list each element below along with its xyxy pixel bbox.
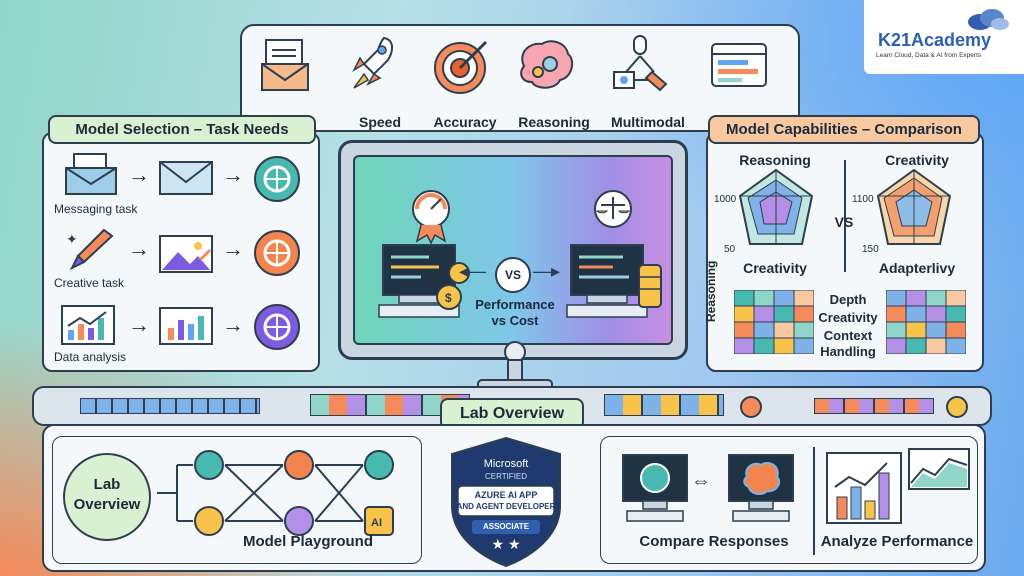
keyboard-left — [80, 398, 260, 414]
envelope-open-icon — [65, 153, 117, 195]
right-radar-bottom-label: Adapterlivy — [878, 260, 956, 276]
arrow-right-icon: → — [222, 236, 244, 261]
feature-multimodal: Multimodal — [611, 114, 685, 130]
left-radar-top-label: Reasoning — [739, 152, 811, 168]
brand-tagline: Learn Cloud, Data & AI from Experts — [876, 52, 982, 59]
performance-vs-cost-caption: Performance vs Cost — [475, 297, 555, 328]
arrow-left-right-icon: ◂— — [459, 261, 487, 281]
ai-model-knot-orange-icon — [254, 230, 300, 276]
capabilities-vs-label: VS — [834, 214, 854, 230]
arrow-right-icon: → — [128, 236, 150, 261]
right-radar-top-label: Creativity — [885, 152, 949, 168]
arrow-right-icon: → — [128, 162, 150, 187]
multimodal-icon — [613, 35, 668, 92]
arrow-right-icon: → — [222, 312, 244, 337]
workstation-speed-icon: $ — [378, 190, 470, 318]
badge-top-text: Microsoft — [483, 458, 529, 470]
compare-monitors-icon: ⇔ — [622, 454, 794, 522]
lab-overview-circle: Lab Overview — [63, 453, 151, 541]
heat-axis-label: Reasoning — [704, 260, 718, 322]
model-playground-label: Model Playground — [242, 533, 373, 550]
left-radar-tick-hi: 1000 — [714, 194, 737, 205]
line-chart-window-icon — [61, 305, 115, 345]
ai-model-knot-purple-icon — [254, 304, 300, 350]
feature-speed: Speed — [358, 114, 401, 130]
keys-center-right — [604, 394, 724, 416]
workstation-cost-icon — [566, 190, 662, 318]
row-creative-label: Creative task — [54, 276, 125, 290]
badge-stars: ★ ★ — [491, 536, 521, 552]
compare-divider — [813, 447, 815, 555]
lab-playground-section: Lab Overview AI Model Playground — [52, 436, 422, 564]
radar-divider — [844, 160, 846, 272]
left-radar-bottom-label: Creativity — [743, 260, 807, 276]
arrow-left-right-icon: —▸ — [533, 261, 561, 281]
heat-label-context: Context — [823, 328, 873, 343]
brand-name: K21Academy — [878, 30, 992, 50]
app-window-icon — [711, 43, 767, 87]
rocket-icon — [352, 36, 394, 89]
heatmap-right — [886, 290, 966, 354]
left-radar-chart — [738, 168, 814, 245]
model-selection-title: Model Selection – Task Needs — [48, 115, 316, 144]
target-icon — [434, 40, 488, 94]
image-edit-icon — [159, 235, 213, 273]
feature-reasoning: Reasoning — [518, 114, 590, 130]
svg-text:AI: AI — [371, 517, 382, 529]
analyze-performance-label: Analyze Performance — [820, 533, 974, 550]
ai-model-knot-teal-icon — [254, 156, 300, 202]
dial-knob — [946, 396, 968, 418]
envelope-icon — [159, 161, 213, 195]
paintbrush-sparkle-icon: ✦ — [66, 228, 114, 270]
row-data-label: Data analysis — [54, 350, 127, 364]
center-monitor: $ VS ◂— —▸ Performance vs Cost — [338, 140, 688, 360]
right-radar-tick-lo: 150 — [862, 244, 879, 255]
brain-gears-icon — [520, 40, 574, 89]
heat-label-handling: Handling — [820, 344, 876, 359]
left-radar-tick-lo: 50 — [724, 244, 736, 255]
row-messaging-label: Messaging task — [54, 202, 138, 216]
heat-label-depth: Depth — [829, 292, 867, 307]
top-feature-bar: Speed Accuracy Reasoning Multimodal — [240, 24, 800, 132]
compare-responses-label: Compare Responses — [639, 533, 789, 550]
bar-chart-window-icon — [159, 307, 213, 345]
vs-badge: VS — [495, 257, 531, 293]
svg-text:⇔: ⇔ — [691, 470, 711, 492]
arrow-right-icon: → — [128, 312, 150, 337]
monitor-screen: $ VS ◂— —▸ Performance vs Cost — [353, 155, 673, 345]
cloud-icon — [968, 9, 1009, 30]
mail-upload-icon — [261, 39, 309, 91]
svg-text:$: $ — [445, 291, 452, 305]
badge-sub-text: CERTIFIED — [484, 472, 528, 481]
keyboard-right — [814, 398, 934, 414]
right-radar-chart — [876, 168, 952, 245]
heat-label-creativity: Creativity — [818, 310, 878, 325]
analyze-charts-icon — [826, 448, 970, 524]
lab-compare-section: ⇔ Compare Responses Analyze Performance — [600, 436, 978, 564]
arrow-right-icon: → — [222, 162, 244, 187]
dial-knob — [740, 396, 762, 418]
badge-level: ASSOCIATE — [482, 522, 530, 531]
right-radar-tick-hi: 1100 — [852, 194, 874, 205]
brand-logo: K21Academy Learn Cloud, Data & AI from E… — [864, 0, 1024, 74]
feature-accuracy: Accuracy — [433, 114, 497, 130]
badge-line1: AZURE AI APP — [474, 490, 538, 500]
heatmap-left — [734, 290, 814, 354]
model-capabilities-title: Model Capabilities – Comparison — [708, 115, 980, 144]
badge-line2: AND AGENT DEVELOPER — [456, 502, 556, 511]
certification-shield-icon — [451, 436, 561, 568]
model-flow-diagram: AI — [157, 450, 394, 536]
svg-text:✦: ✦ — [66, 231, 78, 247]
